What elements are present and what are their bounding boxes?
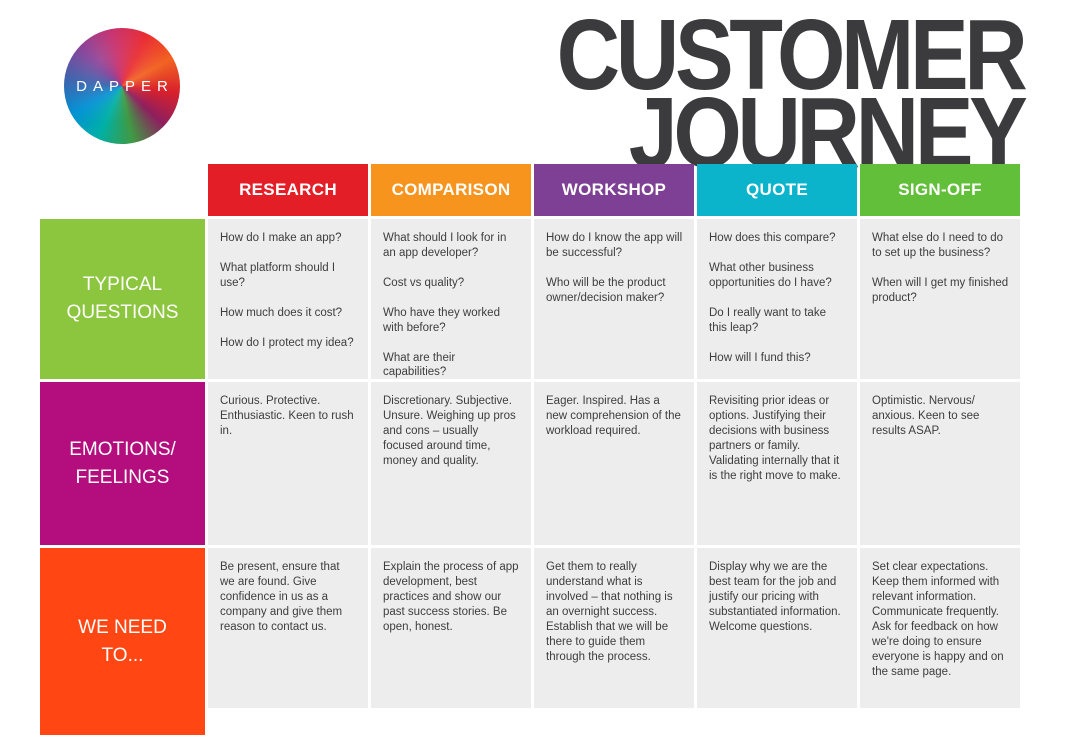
cell-emotions-quote: Revisiting prior ideas or options. Justi… — [697, 382, 857, 545]
column-header-research: RESEARCH — [208, 164, 368, 216]
row-header-emotions-feelings: EMOTIONS/ FEELINGS — [40, 382, 205, 545]
cell-questions-research: How do I make an app? What platform shou… — [208, 219, 368, 379]
page-title: CUSTOMER JOURNEY — [556, 0, 1027, 183]
row-header-typical-questions: TYPICAL QUESTIONS — [40, 219, 205, 379]
column-header-sign-off: SIGN-OFF — [860, 164, 1020, 216]
dapper-logo-text: DAPPER — [76, 77, 174, 95]
row-header-we-need-to: WE NEED TO... — [40, 548, 205, 735]
cell-we-need-comparison: Explain the process of app development, … — [371, 548, 531, 708]
column-header-workshop: WORKSHOP — [534, 164, 694, 216]
cell-we-need-quote: Display why we are the best team for the… — [697, 548, 857, 708]
cell-we-need-sign-off: Set clear expectations. Keep them inform… — [860, 548, 1020, 708]
corner-spacer — [40, 164, 205, 216]
cell-questions-workshop: How do I know the app will be successful… — [534, 219, 694, 379]
cell-emotions-workshop: Eager. Inspired. Has a new comprehension… — [534, 382, 694, 545]
column-header-quote: QUOTE — [697, 164, 857, 216]
title-line-customer: CUSTOMER — [556, 0, 1027, 111]
cell-we-need-research: Be present, ensure that we are found. Gi… — [208, 548, 368, 708]
cell-questions-sign-off: What else do I need to do to set up the … — [860, 219, 1020, 379]
dapper-logo: DAPPER — [64, 28, 180, 144]
journey-matrix: RESEARCH COMPARISON WORKSHOP QUOTE SIGN-… — [40, 164, 1020, 735]
cell-emotions-comparison: Discretionary. Subjective. Unsure. Weigh… — [371, 382, 531, 545]
cell-emotions-research: Curious. Protective. Enthusiastic. Keen … — [208, 382, 368, 545]
cell-questions-comparison: What should I look for in an app develop… — [371, 219, 531, 379]
column-header-comparison: COMPARISON — [371, 164, 531, 216]
cell-we-need-workshop: Get them to really understand what is in… — [534, 548, 694, 708]
cell-questions-quote: How does this compare? What other busine… — [697, 219, 857, 379]
cell-emotions-sign-off: Optimistic. Nervous/ anxious. Keen to se… — [860, 382, 1020, 545]
